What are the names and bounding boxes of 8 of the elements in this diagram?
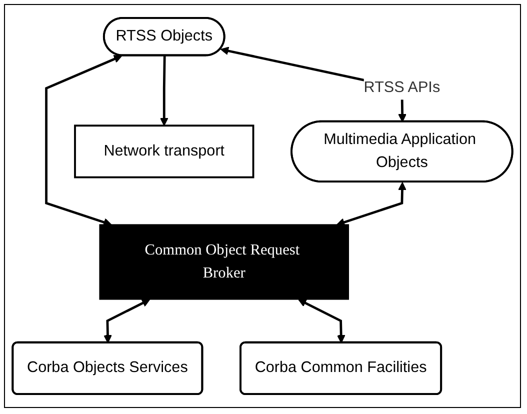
arrow <box>298 299 346 344</box>
node-box: Network transport <box>74 124 254 178</box>
arrow <box>45 54 122 226</box>
arrow <box>336 182 406 226</box>
edge-label: RTSS APIs <box>364 80 440 96</box>
node-box: Common Object Request Broker <box>99 224 349 300</box>
arrow <box>104 299 150 344</box>
arrow <box>160 56 168 126</box>
